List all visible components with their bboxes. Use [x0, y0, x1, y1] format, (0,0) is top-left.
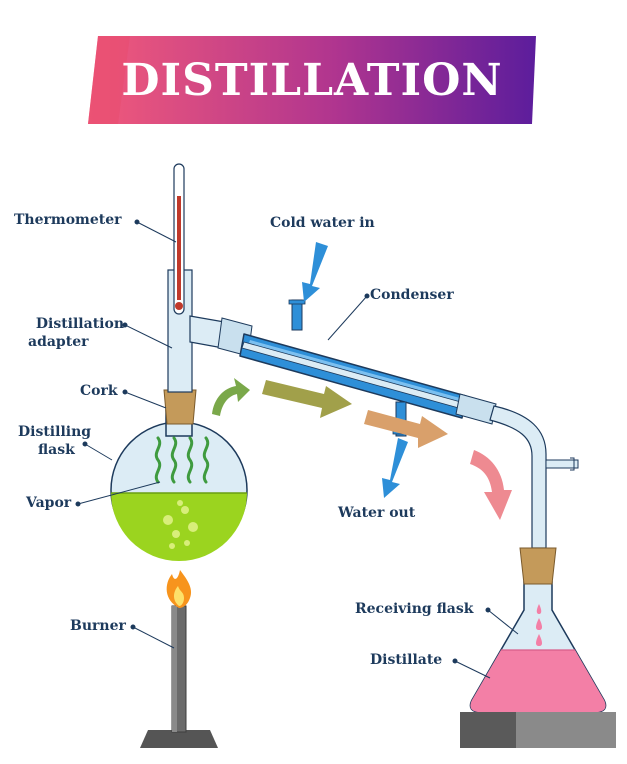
title-banner [88, 36, 536, 124]
page-title: DISTILLATION [121, 54, 503, 106]
label-vapor: Vapor [26, 495, 72, 511]
cold-water-in-arrow [302, 242, 328, 302]
label-receiving-flask: Receiving flask [355, 601, 474, 617]
label-cork: Cork [80, 383, 118, 399]
flow-arrow-pink [470, 450, 512, 520]
vapor-flow-arrow [212, 378, 250, 416]
label-water-out: Water out [338, 505, 416, 521]
vacuum-adapter [455, 393, 579, 549]
water-out-arrow [382, 438, 408, 498]
flow-arrow-olive [262, 380, 352, 418]
burner [140, 605, 218, 748]
condenser [239, 299, 469, 437]
label-distillate: Distillate [370, 652, 443, 668]
flow-arrow-orange [364, 410, 448, 448]
thermometer [173, 163, 185, 315]
distilling-flask [110, 409, 248, 561]
vapor-lines [154, 436, 210, 484]
label-burner: Burner [70, 618, 126, 634]
label-distilling-flask-line2: flask [38, 442, 75, 458]
receiving-flask [469, 547, 607, 713]
label-condenser: Condenser [370, 287, 454, 303]
label-thermometer: Thermometer [14, 212, 122, 228]
label-cold-water-in: Cold water in [270, 215, 375, 231]
leader-lines [75, 219, 519, 679]
stand [460, 712, 616, 748]
flame-icon [166, 570, 192, 608]
label-distillation-adapter-line1: Distillation [35, 316, 124, 332]
label-distilling-flask-line1: Distilling [18, 424, 92, 440]
label-distillation-adapter-line2: adapter [28, 334, 89, 350]
cork [163, 389, 197, 425]
